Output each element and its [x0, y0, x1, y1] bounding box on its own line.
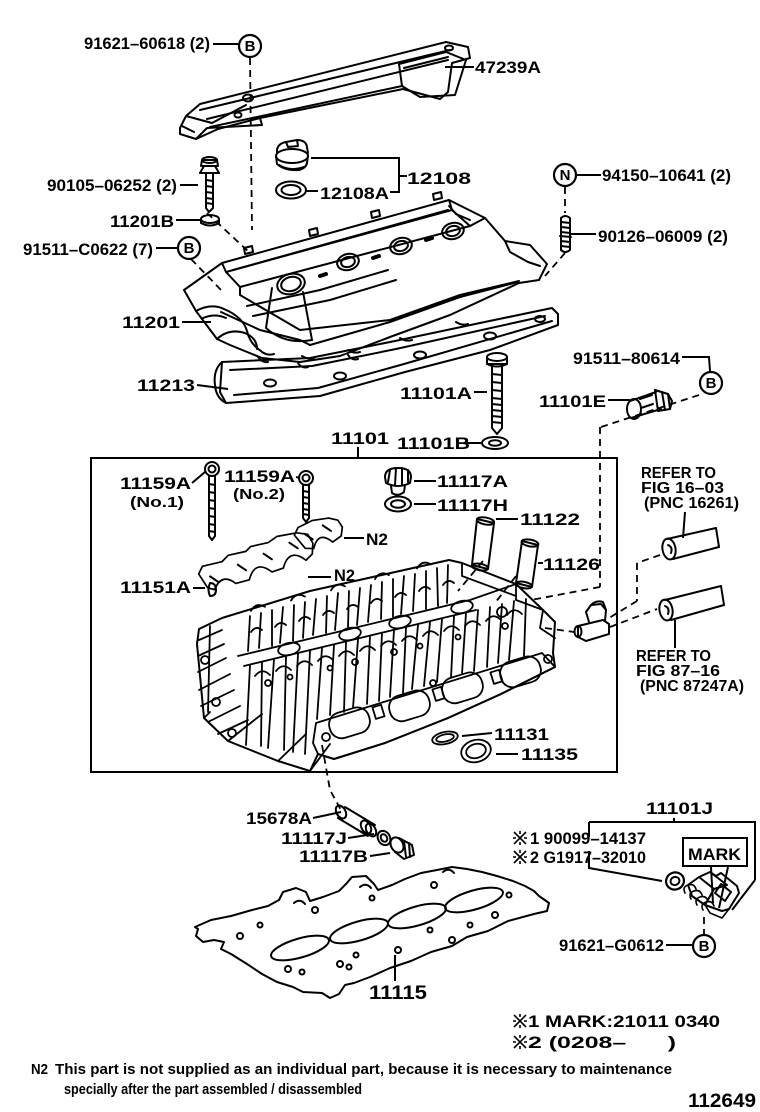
svg-text:N2: N2 — [334, 566, 355, 585]
svg-text:112649: 112649 — [688, 1091, 756, 1112]
svg-text:91511–80614: 91511–80614 — [573, 349, 681, 368]
svg-text:This part is not supplied as a: This part is not supplied as an individu… — [55, 1061, 672, 1078]
svg-text:12108: 12108 — [407, 169, 471, 188]
svg-text:B: B — [706, 375, 717, 392]
svg-text:91621–G0612: 91621–G0612 — [559, 936, 664, 955]
svg-text:11101: 11101 — [331, 429, 389, 448]
svg-text:94150–10641 (2): 94150–10641 (2) — [602, 166, 731, 185]
svg-text:FIG 87–16: FIG 87–16 — [636, 663, 720, 680]
svg-text:REFER TO: REFER TO — [636, 648, 711, 665]
svg-text:N2: N2 — [366, 530, 388, 549]
svg-text:B: B — [245, 38, 256, 55]
svg-text:specially after the part assem: specially after the part assembled / dis… — [64, 1081, 362, 1098]
svg-text:11101A: 11101A — [400, 384, 472, 403]
svg-text:15678A: 15678A — [246, 809, 312, 828]
svg-text:11201B: 11201B — [110, 212, 174, 231]
svg-text:91621–60618 (2): 91621–60618 (2) — [84, 34, 210, 53]
svg-text:11159A: 11159A — [120, 474, 191, 493]
svg-text:B: B — [699, 938, 710, 955]
svg-text:(PNC 16261): (PNC 16261) — [644, 495, 739, 512]
svg-text:11117B: 11117B — [299, 847, 368, 866]
svg-text:FIG 16–03: FIG 16–03 — [641, 480, 724, 497]
svg-text:11131: 11131 — [494, 725, 549, 744]
svg-text:2 G1917–32010: 2 G1917–32010 — [530, 848, 646, 867]
svg-text:11122: 11122 — [520, 510, 580, 529]
svg-text:47239A: 47239A — [475, 58, 541, 77]
svg-text:(No.2): (No.2) — [233, 486, 285, 503]
svg-text:N: N — [560, 167, 571, 184]
svg-text:(PNC 87247A): (PNC 87247A) — [640, 678, 744, 695]
svg-text:11117H: 11117H — [437, 496, 508, 515]
svg-text:90126–06009 (2): 90126–06009 (2) — [598, 227, 728, 246]
svg-text:12108A: 12108A — [320, 184, 389, 203]
svg-text:90105–06252 (2): 90105–06252 (2) — [47, 176, 177, 195]
svg-text:11159A: 11159A — [224, 467, 295, 486]
svg-text:11115: 11115 — [369, 983, 427, 1004]
svg-text:11101E: 11101E — [539, 392, 606, 411]
svg-text:11135: 11135 — [521, 745, 578, 764]
svg-text:MARK: MARK — [688, 845, 742, 864]
svg-text:11201: 11201 — [122, 313, 180, 332]
svg-text:11213: 11213 — [137, 376, 195, 395]
svg-text:1 MARK:21011 0340: 1 MARK:21011 0340 — [528, 1012, 720, 1031]
svg-text:N2: N2 — [31, 1061, 48, 1078]
svg-text:11117J: 11117J — [281, 829, 347, 848]
svg-text:11151A: 11151A — [120, 578, 191, 597]
svg-text:(No.1): (No.1) — [130, 494, 184, 511]
svg-text:91511–C0622 (7): 91511–C0622 (7) — [23, 240, 153, 259]
svg-text:11126: 11126 — [543, 555, 600, 574]
svg-text:REFER TO: REFER TO — [641, 465, 716, 482]
svg-text:2 (0208– ): 2 (0208– ) — [528, 1033, 676, 1052]
svg-text:B: B — [184, 240, 195, 257]
svg-text:11101B: 11101B — [397, 434, 470, 453]
svg-text:11117A: 11117A — [437, 472, 508, 491]
svg-text:1 90099–14137: 1 90099–14137 — [530, 829, 646, 848]
svg-text:11101J: 11101J — [646, 799, 713, 818]
